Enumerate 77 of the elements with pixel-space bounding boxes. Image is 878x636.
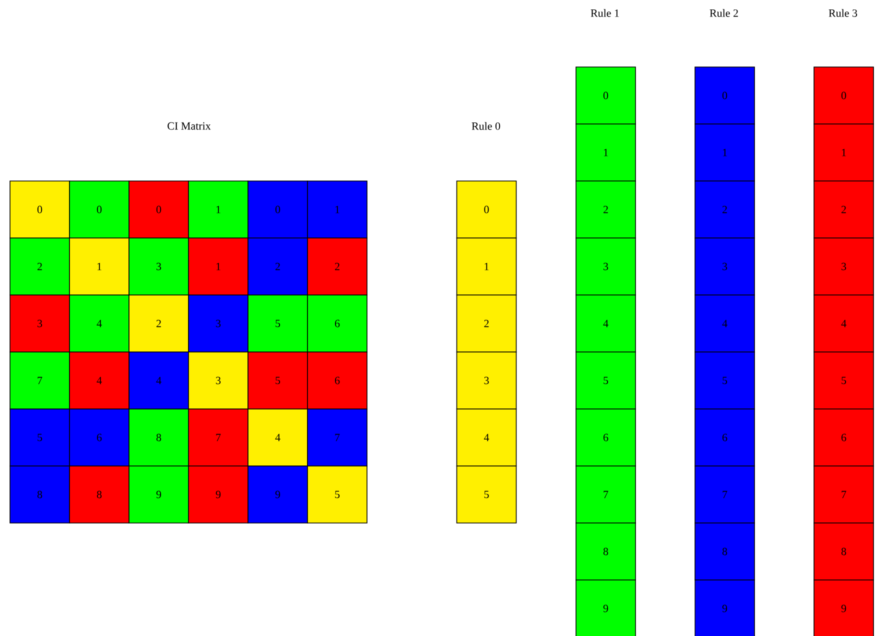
grid-cell: 7 <box>576 466 636 524</box>
grid-cell: 4 <box>69 352 130 410</box>
grid-cell: 5 <box>248 294 308 352</box>
grid-cell: 0 <box>694 66 755 124</box>
grid-cell: 5 <box>576 352 636 410</box>
grid-cell: 4 <box>456 408 517 466</box>
grid-cell: 6 <box>814 408 874 466</box>
grid-cell: 4 <box>69 294 130 352</box>
grid-cell: 4 <box>128 352 189 410</box>
grid-cell: 3 <box>576 238 636 296</box>
grid-cell: 2 <box>10 238 70 296</box>
grid-cell: 2 <box>248 238 308 296</box>
grid-cell: 2 <box>307 238 368 296</box>
grid-cell: 9 <box>188 466 248 524</box>
grid-cell: 7 <box>694 466 755 524</box>
grid-cell: 3 <box>456 352 517 410</box>
grid-cell: 0 <box>10 180 70 238</box>
column-heading: Rule 3 <box>828 9 858 17</box>
grid-cell: 5 <box>307 466 368 524</box>
grid-cell: 8 <box>576 522 636 580</box>
grid-cell: 0 <box>248 180 308 238</box>
grid-cell: 8 <box>694 522 755 580</box>
grid-cell: 6 <box>307 352 368 410</box>
grid-cell: 1 <box>307 180 368 238</box>
grid-cell: 3 <box>10 294 70 352</box>
column-heading: Rule 1 <box>590 9 619 17</box>
grid-cell: 3 <box>814 238 874 296</box>
grid-cell: 1 <box>814 124 874 182</box>
column-heading: CI Matrix <box>168 122 211 130</box>
grid-cell: 0 <box>576 66 636 124</box>
grid-cell: 6 <box>307 294 368 352</box>
grid-cell: 1 <box>188 180 248 238</box>
grid-cell: 8 <box>10 466 70 524</box>
grid-cell: 4 <box>248 408 308 466</box>
grid-cell: 5 <box>10 408 70 466</box>
grid-cell: 1 <box>576 124 636 182</box>
grid-cell: 5 <box>694 352 755 410</box>
grid-cell: 5 <box>814 352 874 410</box>
grid-cell: 2 <box>814 180 874 238</box>
grid-cell: 7 <box>814 466 874 524</box>
grid-cell: 1 <box>69 238 130 296</box>
grid-cell: 0 <box>69 180 130 238</box>
grid-cell: 7 <box>10 352 70 410</box>
grid-cell: 7 <box>188 408 248 466</box>
grid-cell: 0 <box>456 180 517 238</box>
grid-cell: 9 <box>814 580 874 636</box>
grid-cell: 4 <box>576 294 636 352</box>
column-heading: Rule 2 <box>710 9 738 17</box>
grid-cell: 9 <box>128 466 189 524</box>
grid-cell: 9 <box>576 580 636 636</box>
grid-cell: 2 <box>128 294 189 352</box>
grid-cell: 5 <box>248 352 308 410</box>
grid-cell: 3 <box>694 238 755 296</box>
grid-cell: 6 <box>694 408 755 466</box>
grid-cell: 2 <box>694 180 755 238</box>
grid-cell: 3 <box>128 238 189 296</box>
grid-cell: 2 <box>576 180 636 238</box>
grid-cell: 1 <box>188 238 248 296</box>
grid-cell: 3 <box>188 352 248 410</box>
grid-cell: 8 <box>814 522 874 580</box>
grid-cell: 3 <box>188 294 248 352</box>
grid-cell: 5 <box>456 466 517 524</box>
grid-cell: 9 <box>694 580 755 636</box>
grid-cell: 8 <box>128 408 189 466</box>
grid-cell: 4 <box>814 294 874 352</box>
grid-cell: 4 <box>694 294 755 352</box>
grid-cell: 6 <box>69 408 130 466</box>
grid-cell: 6 <box>576 408 636 466</box>
grid-cell: 2 <box>456 294 517 352</box>
grid-cell: 1 <box>456 238 517 296</box>
grid-cell: 9 <box>248 466 308 524</box>
grid-cell: 0 <box>128 180 189 238</box>
column-heading: Rule 0 <box>472 122 500 130</box>
grid-cell: 8 <box>69 466 130 524</box>
grid-cell: 7 <box>307 408 368 466</box>
grid-cell: 1 <box>694 124 755 182</box>
grid-cell: 0 <box>814 66 874 124</box>
